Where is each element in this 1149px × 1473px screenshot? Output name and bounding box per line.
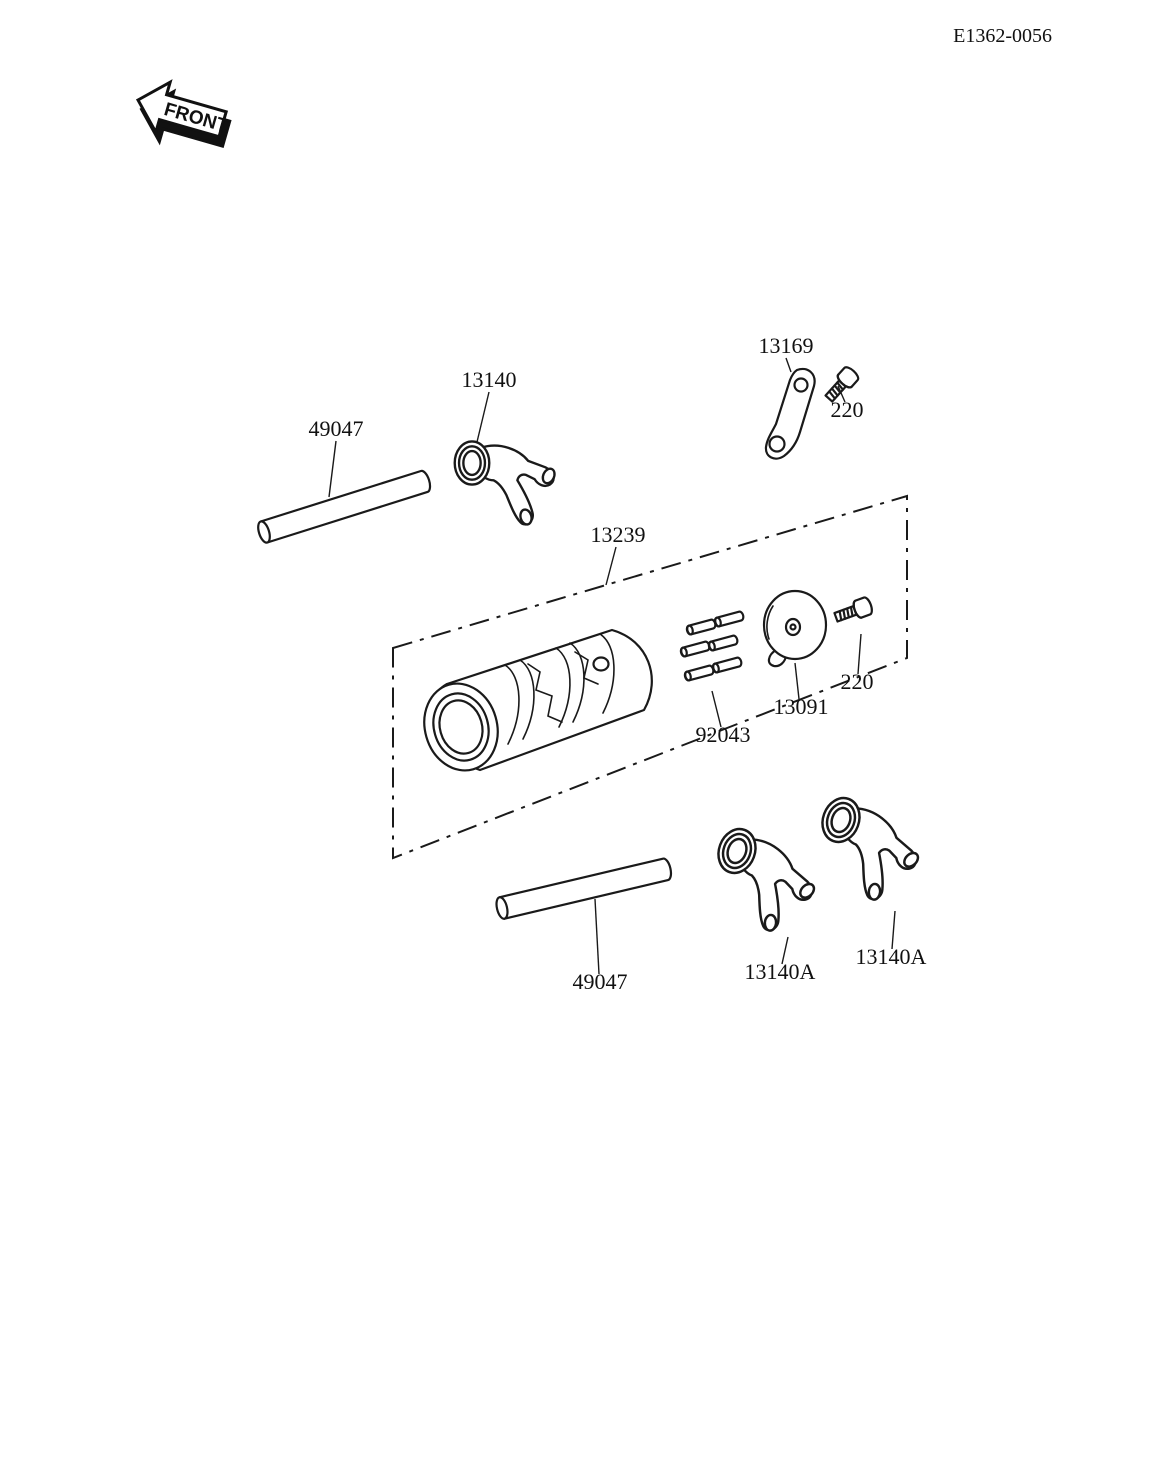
drum-cam-groove — [574, 651, 599, 685]
shift-fork-upper — [453, 440, 558, 527]
gear-change-drum — [423, 628, 653, 772]
part-label-13140A-right: 13140A — [856, 944, 927, 969]
part-label-13140A-left: 13140A — [745, 959, 816, 984]
shift-fork-lower-left — [696, 822, 829, 944]
lever-hole-top — [793, 377, 809, 393]
part-label-92043: 92043 — [696, 722, 751, 747]
pin — [706, 633, 740, 653]
cam-plate — [762, 589, 828, 668]
part-label-13091: 13091 — [774, 694, 829, 719]
pin — [684, 617, 718, 637]
leader-lines — [328, 357, 896, 975]
lever-hole-bottom — [768, 435, 786, 453]
part-label-13140: 13140 — [462, 367, 517, 392]
pin — [712, 609, 746, 629]
pin — [682, 663, 716, 683]
cam-plate-center-hole — [789, 623, 797, 631]
part-label-13169: 13169 — [759, 333, 814, 358]
shift-rod-upper — [254, 468, 434, 546]
drum-bore — [438, 699, 484, 755]
part-label-220-top: 220 — [831, 397, 864, 422]
shift-fork-lower-right — [800, 791, 933, 913]
part-label-13239: 13239 — [591, 522, 646, 547]
drum-pin-hole — [592, 656, 610, 672]
pin — [678, 639, 712, 659]
part-label-220-right: 220 — [841, 669, 874, 694]
part-label-49047-upper: 49047 — [309, 416, 364, 441]
assembly-phantom-box — [392, 494, 908, 860]
drum-pins — [678, 609, 746, 683]
pin — [710, 655, 744, 675]
part-label-49047-lower: 49047 — [573, 969, 628, 994]
callouts: 49047 13140 13169 220 13239 92043 13091 … — [309, 333, 927, 994]
shift-rod-lower — [493, 856, 674, 921]
drum-cam-groove — [527, 663, 563, 723]
front-arrow: FRONT — [135, 79, 232, 148]
bolt-right — [831, 595, 875, 627]
positioning-lever — [764, 367, 816, 460]
front-arrow-body — [135, 79, 229, 139]
figure-code: E1362-0056 — [953, 25, 1052, 47]
